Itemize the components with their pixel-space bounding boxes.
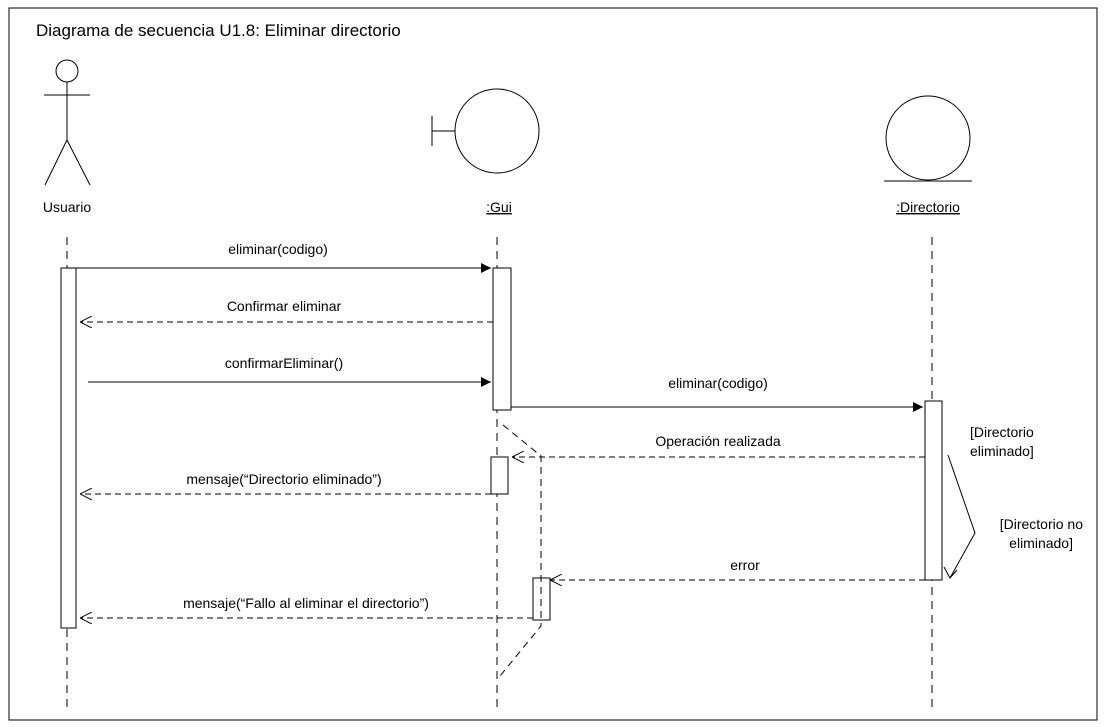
boundary-icon: [431, 88, 540, 174]
guard-fail-line1: [Directorio no: [1000, 516, 1083, 532]
activation-directorio: [924, 400, 943, 581]
branch-line-gui: [499, 424, 542, 677]
guard-ok-line1: [Directorio: [970, 424, 1034, 440]
message-label-1: eliminar(codigo): [228, 241, 328, 257]
branch-arrowhead: [943, 566, 958, 579]
message-label-5: Operación realizada: [655, 433, 781, 449]
message-label-7: error: [730, 557, 760, 573]
lifeline-usuario-label: Usuario: [43, 199, 91, 215]
entity-icon: [884, 95, 972, 182]
diagram-frame: [8, 7, 1098, 721]
actor-head: [55, 59, 79, 83]
actor-usuario: [44, 59, 91, 186]
message-label-8: mensaje(“Fallo al eliminar el directorio…: [183, 595, 429, 611]
lifeline-directorio-label: :Directorio: [896, 199, 960, 215]
message-label-6: mensaje(“Directorio eliminado”): [186, 471, 381, 487]
guard-ok-line2: eliminado]: [970, 443, 1034, 459]
activation-gui-2: [490, 456, 509, 495]
message-label-2: Confirmar eliminar: [227, 298, 342, 314]
activation-usuario: [60, 267, 77, 629]
message-label-4: eliminar(codigo): [668, 375, 768, 391]
lifeline-gui-label: :Gui: [486, 199, 512, 215]
diagram-title: Diagrama de secuencia U1.8: Eliminar dir…: [36, 21, 401, 40]
guard-fail-line2: eliminado]: [1009, 535, 1073, 551]
activation-gui-1: [492, 267, 512, 411]
branch-line-directorio: [947, 454, 976, 579]
message-label-3: confirmarEliminar(): [225, 355, 343, 371]
